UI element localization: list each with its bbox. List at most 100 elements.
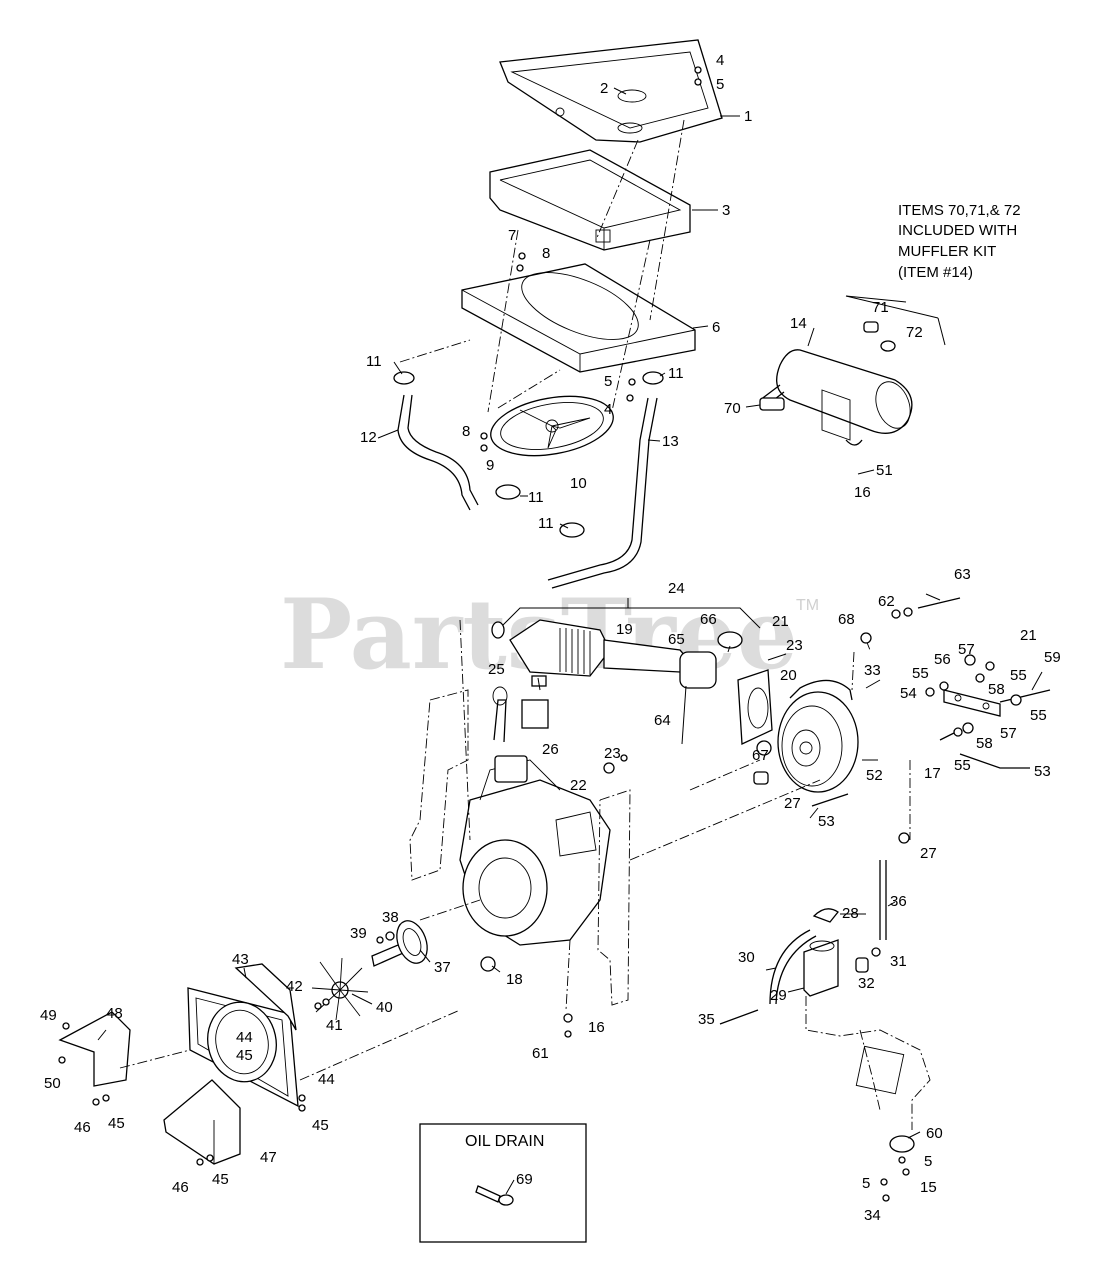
callout-19: 19 (616, 621, 633, 638)
callout-53-b: 53 (818, 813, 835, 830)
callout-61: 61 (532, 1045, 549, 1062)
callout-5-lower-left: 5 (862, 1175, 870, 1192)
callout-45-a: 45 (236, 1047, 253, 1064)
callout-57-b: 57 (1000, 725, 1017, 742)
callout-11-d: 11 (538, 515, 554, 532)
callout-20: 20 (780, 667, 797, 684)
callout-26: 26 (542, 741, 559, 758)
callout-62: 62 (878, 593, 895, 610)
muffler-note: ITEMS 70,71,& 72 INCLUDED WITH MUFFLER K… (898, 202, 1021, 281)
callout-23-a: 23 (786, 637, 803, 654)
blower-housing (187, 963, 299, 1108)
callout-40: 40 (376, 999, 393, 1016)
callout-1: 1 (744, 108, 752, 125)
callout-25: 25 (488, 661, 505, 678)
leader-lines (97, 87, 1043, 1139)
callout-18: 18 (506, 971, 523, 988)
frame (489, 149, 691, 251)
callout-4-top: 4 (716, 52, 724, 69)
callout-55-a: 55 (912, 665, 929, 682)
side-shield-48 (58, 1011, 131, 1087)
callout-5-top: 5 (716, 76, 724, 93)
callout-67: 67 (752, 747, 769, 764)
callout-49: 49 (40, 1007, 57, 1024)
callout-72: 72 (906, 324, 923, 341)
callout-17: 17 (924, 765, 941, 782)
callout-48: 48 (106, 1005, 123, 1022)
callout-11-b: 11 (668, 365, 684, 382)
callout-43: 43 (232, 951, 249, 968)
callout-55-d: 55 (954, 757, 971, 774)
callout-35: 35 (698, 1011, 715, 1028)
callout-59: 59 (1044, 649, 1061, 666)
callout-23-b: 23 (604, 745, 621, 762)
clutch (753, 679, 859, 807)
callout-5-mid: 5 (604, 373, 612, 390)
callout-70: 70 (724, 400, 741, 417)
mounting-plate (461, 263, 696, 373)
callout-32: 32 (858, 975, 875, 992)
callout-51: 51 (876, 462, 893, 479)
hose-13 (547, 397, 658, 589)
callout-31: 31 (890, 953, 907, 970)
callout-13: 13 (662, 433, 679, 450)
callout-68: 68 (838, 611, 855, 628)
callout-7: 7 (508, 227, 516, 244)
small-hardware-top (480, 66, 702, 452)
watermark-trademark: TM (796, 597, 819, 614)
fan-assembly (490, 395, 614, 457)
callouts: 1 2 3 4 5 5 4 6 7 8 8 9 10 11 11 11 11 1… (40, 52, 1061, 1224)
muffler (759, 295, 946, 446)
callout-58-a: 58 (988, 681, 1005, 698)
air-cleaner (491, 619, 773, 745)
shroud-hardware (92, 899, 573, 1166)
callout-22: 22 (570, 777, 587, 794)
engine (459, 686, 611, 946)
callout-10: 10 (570, 475, 587, 492)
pto-shaft (371, 920, 428, 967)
callout-34: 34 (864, 1207, 881, 1224)
callout-46-b: 46 (172, 1179, 189, 1196)
note-line-3: MUFFLER KIT (898, 243, 996, 260)
callout-45-c: 45 (108, 1115, 125, 1132)
callout-29: 29 (770, 987, 787, 1004)
callout-8-mid: 8 (462, 423, 470, 440)
callout-39: 39 (350, 925, 367, 942)
callout-27-b: 27 (920, 845, 937, 862)
callout-45-b: 45 (312, 1117, 329, 1134)
callout-33: 33 (864, 662, 881, 679)
callout-28: 28 (842, 905, 859, 922)
engine-frame (409, 619, 631, 1011)
hose-12 (397, 394, 479, 511)
callout-11-a: 11 (366, 353, 382, 370)
callout-55-c: 55 (1030, 707, 1047, 724)
callout-42: 42 (286, 978, 303, 995)
note-line-4: (ITEM #14) (898, 264, 973, 281)
callout-46-a: 46 (74, 1119, 91, 1136)
callout-71: 71 (872, 299, 889, 316)
callout-58-b: 58 (976, 735, 993, 752)
callout-3: 3 (722, 202, 730, 219)
callout-12: 12 (360, 429, 377, 446)
callout-44-b: 44 (318, 1071, 335, 1088)
callout-21-b: 21 (1020, 627, 1037, 644)
callout-24: 24 (668, 580, 685, 597)
callout-9: 9 (486, 457, 494, 474)
callout-52: 52 (866, 767, 883, 784)
callout-57-a: 57 (958, 641, 975, 658)
callout-14: 14 (790, 315, 807, 332)
callout-15: 15 (920, 1179, 937, 1196)
oil-drain-title: OIL DRAIN (465, 1133, 544, 1150)
fuel-tank (719, 860, 887, 1025)
callout-50: 50 (44, 1075, 61, 1092)
callout-37: 37 (434, 959, 451, 976)
callout-56: 56 (934, 651, 951, 668)
callout-5-lower-right: 5 (924, 1153, 932, 1170)
lower-frame (805, 996, 931, 1202)
note-line-1: ITEMS 70,71,& 72 (898, 202, 1021, 219)
air-cleaner-bracket-line (499, 598, 761, 629)
lower-shield-47 (163, 1079, 241, 1165)
callout-63: 63 (954, 566, 971, 583)
callout-21-a: 21 (772, 613, 789, 630)
fan-blade (311, 957, 369, 1021)
